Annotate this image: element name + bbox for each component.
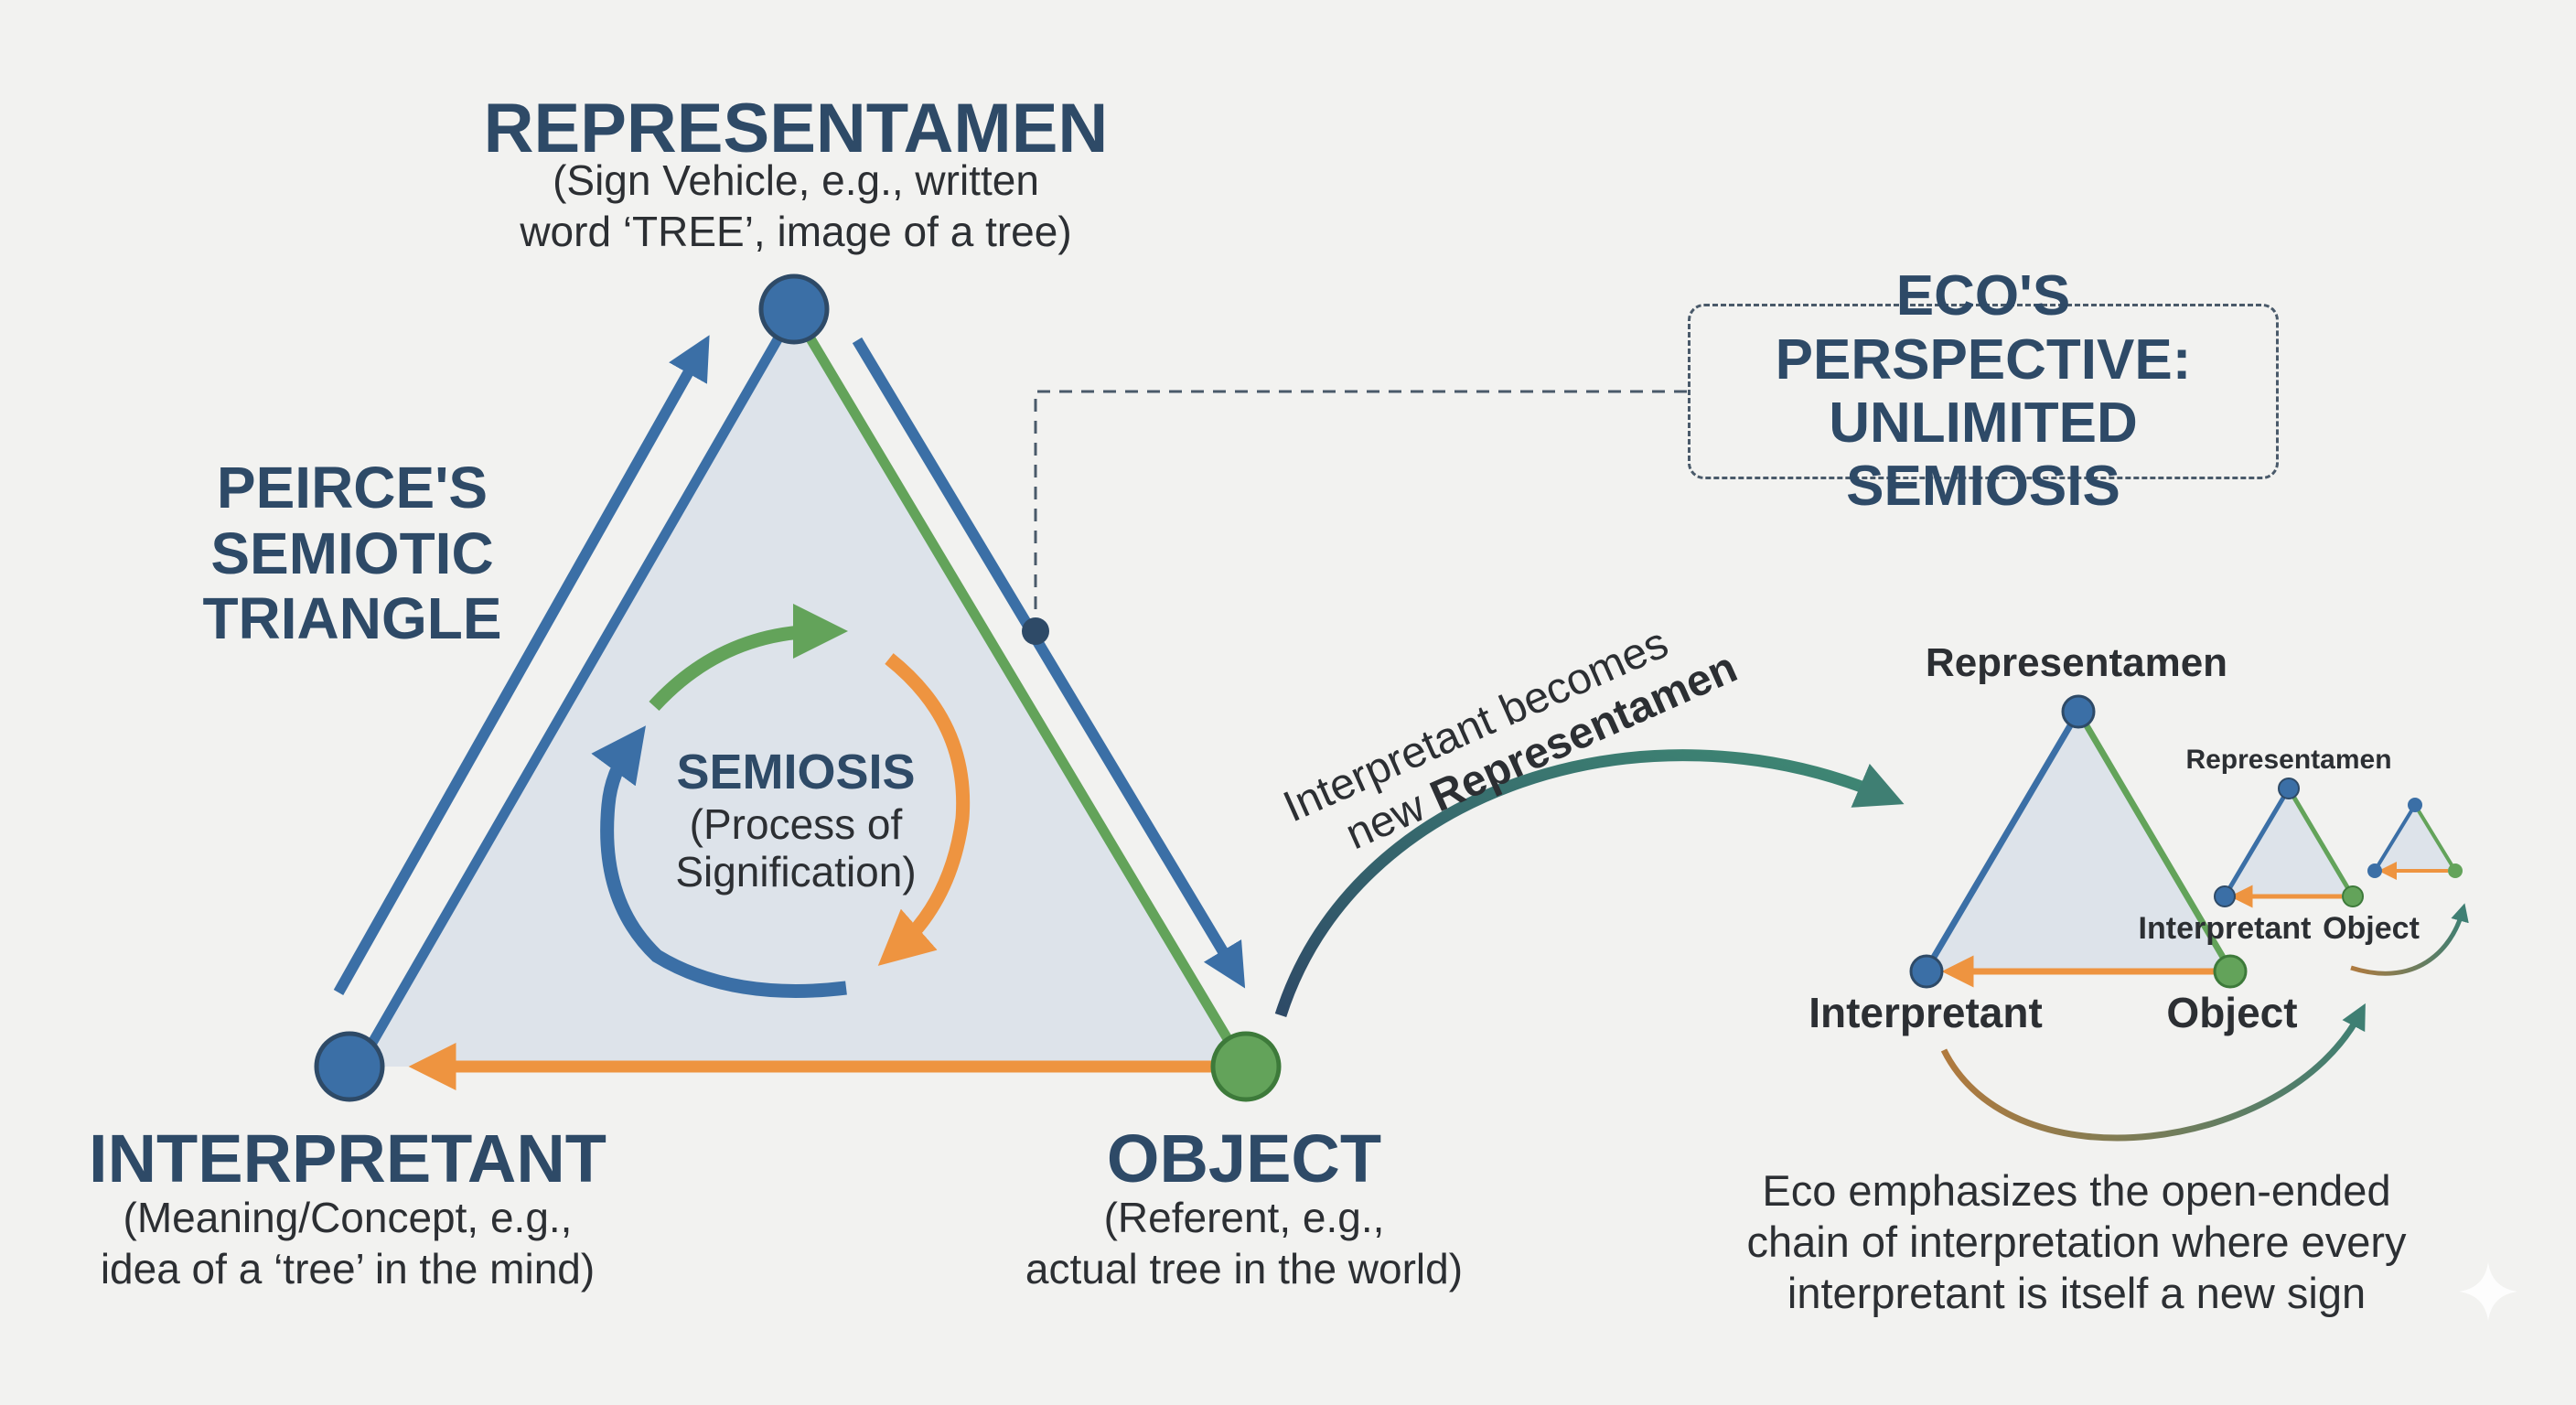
chain-small-edge-right: [2413, 803, 2457, 873]
chain-large-node-interpretant: [1909, 954, 1944, 989]
semiosis-arrow-green: [649, 604, 848, 712]
object-title: OBJECT: [1106, 1121, 1382, 1196]
eco-caption-line1: Eco emphasizes the open-ended: [1762, 1166, 2391, 1215]
sparkle-icon: [2459, 1262, 2517, 1321]
chain-large-edge-right: [2075, 710, 2234, 971]
semiosis-desc-line1: (Process of: [689, 800, 903, 848]
chain-small-triangle-fill: [2375, 805, 2455, 871]
chain-loop-large: [1940, 1003, 2366, 1142]
chain-medium-edge-right: [2286, 787, 2356, 898]
chain-large-interpretant-label: Interpretant: [1809, 989, 2043, 1036]
chain-medium-interpretant-label: Interpretant: [2138, 911, 2312, 946]
semiosis-title: SEMIOSIS: [676, 745, 916, 799]
eco-caption-line2: chain of interpretation where every: [1746, 1217, 2407, 1266]
chain-large-triangle-fill: [1927, 712, 2230, 970]
chain-large-node-object: [2213, 954, 2248, 989]
chain-medium-edge-left: [2222, 787, 2292, 898]
representamen-desc-line1: (Sign Vehicle, e.g., written: [553, 156, 1039, 204]
chain-medium-object-label: Object: [2323, 911, 2420, 946]
node-object: [1210, 1031, 1282, 1102]
chain-medium-triangle-fill: [2225, 788, 2353, 896]
triangle-fill: [359, 311, 1244, 1067]
eco-perspective-title: ECO'S PERSPECTIVE: UNLIMITED SEMIOSIS: [1775, 264, 2192, 519]
chain-large-node-representamen: [2061, 694, 2096, 729]
semiosis-arrow-orange: [877, 653, 971, 966]
chain-small-node-interpretant: [2367, 863, 2382, 878]
semiosis-arrow-blue: [591, 725, 847, 998]
chain-small-node-object: [2448, 863, 2463, 878]
interpretant-desc-line1: (Meaning/Concept, e.g.,: [123, 1194, 573, 1241]
object-desc-line2: actual tree in the world): [1025, 1245, 1464, 1292]
arrow-interpretant-becomes-representamen: [1274, 749, 1905, 1017]
chain-medium-node-object: [2342, 885, 2364, 907]
chain-medium-node-interpretant: [2214, 885, 2236, 907]
chain-medium-representamen-label: Representamen: [2185, 745, 2392, 775]
peirce-title: PEIRCE'S SEMIOTIC TRIANGLE: [202, 455, 502, 652]
interpretant-title: INTERPRETANT: [89, 1121, 606, 1196]
interpretant-desc-line2: idea of a ‘tree’ in the mind): [100, 1245, 596, 1292]
connector-dot: [1022, 617, 1049, 645]
chain-small-node-representamen: [2408, 798, 2422, 812]
representamen-title: REPRESENTAMEN: [483, 90, 1109, 167]
eco-perspective-box: ECO'S PERSPECTIVE: UNLIMITED SEMIOSIS: [1688, 264, 2279, 518]
chain-large-object-label: Object: [2166, 989, 2298, 1036]
chain-large-edge-left: [1923, 710, 2082, 971]
edge-interpretant-representamen: [354, 308, 799, 1069]
representamen-desc-line2: word ‘TREE’, image of a tree): [520, 208, 1072, 255]
arrow-to-object: [852, 337, 1246, 989]
chain-large-representamen-label: Representamen: [1925, 640, 2228, 685]
node-interpretant: [314, 1031, 385, 1102]
chain-small-edge-left: [2373, 803, 2417, 873]
chain-medium-node-representamen: [2278, 778, 2300, 799]
edge-representamen-object: [789, 308, 1249, 1069]
eco-caption-line3: interpretant is itself a new sign: [1787, 1269, 2367, 1317]
dashed-connector: [1034, 390, 1688, 631]
arrow-to-representamen: [333, 335, 710, 995]
node-representamen: [758, 273, 830, 345]
semiosis-desc-line2: Signification): [675, 848, 917, 896]
object-desc-line1: (Referent, e.g.,: [1103, 1194, 1385, 1241]
chain-loop-small: [2350, 903, 2469, 976]
